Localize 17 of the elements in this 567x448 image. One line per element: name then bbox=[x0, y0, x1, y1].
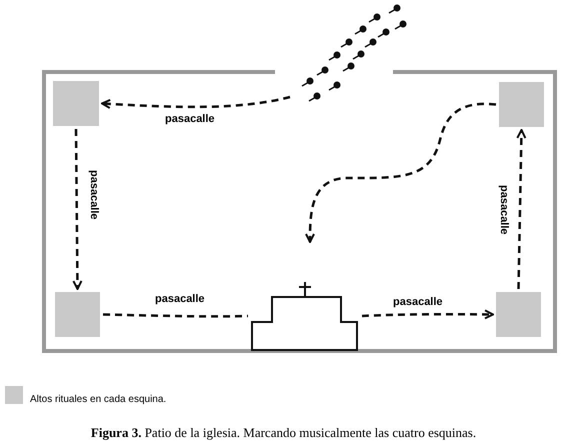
dashed-arrow bbox=[305, 102, 496, 243]
altar-square bbox=[55, 292, 100, 337]
dashed-arrow bbox=[101, 96, 290, 109]
edge-label: pasacalle bbox=[498, 185, 510, 235]
church-drawing bbox=[251, 281, 359, 351]
edge-label: pasacalle bbox=[393, 296, 443, 308]
altar-square bbox=[499, 82, 544, 127]
legend-text: Altos rituales en cada esquina. bbox=[30, 394, 166, 405]
altar-square bbox=[496, 292, 541, 337]
dashed-arrow bbox=[362, 309, 494, 320]
dashed-arrow bbox=[72, 128, 82, 290]
dashed-arrow bbox=[516, 129, 526, 290]
edge-label: pasacalle bbox=[88, 170, 100, 220]
figure-caption: Figura 3. Patio de la iglesia. Marcando musicalmente las cuatro esquinas. bbox=[90, 425, 478, 441]
edge-label: pasacalle bbox=[165, 113, 215, 125]
altar-square bbox=[53, 81, 99, 126]
edge-label: pasacalle bbox=[155, 293, 205, 305]
